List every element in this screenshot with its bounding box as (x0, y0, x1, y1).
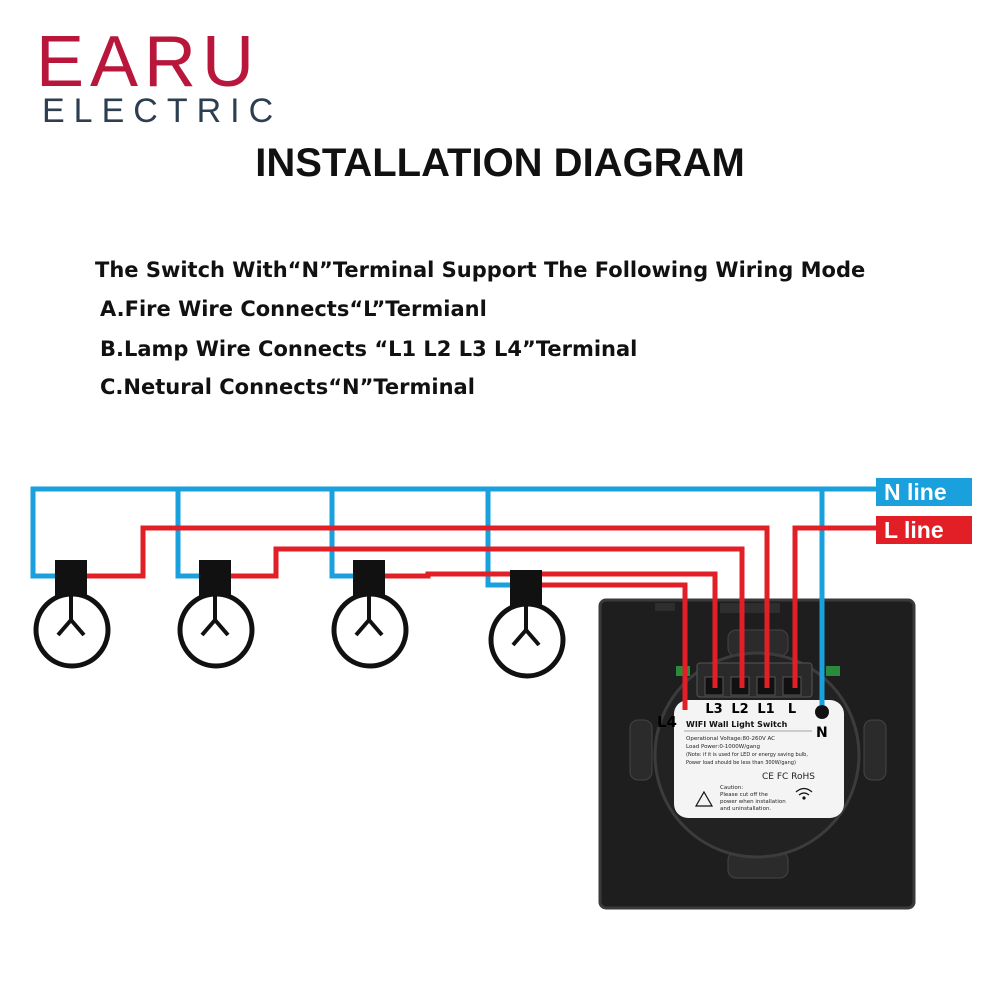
spec-voltage: Operational Voltage:80-260V AC (686, 736, 775, 742)
bulb-2 (177, 560, 255, 669)
certification-marks: CE FC RoHS (762, 772, 815, 782)
caution-line-2: power when installation (720, 799, 786, 805)
bulb-3 (331, 560, 409, 669)
instruction-intro: The Switch With“N”Terminal Support The F… (95, 258, 866, 282)
instruction-a: A.Fire Wire Connects“L”Termianl (100, 297, 487, 321)
switch-model-label: WIFI Wall Light Switch (686, 720, 788, 729)
terminal-l1-label: L1 (757, 702, 774, 717)
instruction-c: C.Netural Connects“N”Terminal (100, 375, 475, 399)
terminal-n-label: N (816, 725, 828, 741)
caution-line-3: and uninstallation. (720, 806, 771, 812)
instruction-b: B.Lamp Wire Connects “L1 L2 L3 L4”Termin… (100, 337, 638, 361)
bulb-1 (33, 560, 111, 669)
spec-note-2: Power load should be less than 300W/gang… (686, 760, 796, 766)
brand-subtitle: ELECTRIC (42, 92, 283, 130)
n-line-label: N line (876, 478, 972, 506)
bulb-4 (488, 570, 566, 679)
wifi-icon (795, 787, 813, 800)
live-wires (70, 525, 876, 710)
caution-line-1: Please cut off the (720, 792, 769, 798)
n-terminal-screw (815, 705, 829, 719)
terminal-l4-label: L4 (657, 713, 677, 731)
terminal-l-label: L (788, 702, 796, 717)
l-line-label: L line (876, 516, 972, 544)
warning-icon (694, 790, 714, 807)
page-title: INSTALLATION DIAGRAM (255, 141, 745, 185)
spec-load: Load Power:0-1000W/gang (686, 744, 760, 750)
caution-title: Caution: (720, 785, 743, 791)
spec-note-1: (Note: if it is used for LED or energy s… (686, 752, 808, 758)
brand-logo: EARU (36, 22, 261, 102)
terminal-l3-label: L3 (705, 702, 722, 717)
terminal-l2-label: L2 (731, 702, 748, 717)
